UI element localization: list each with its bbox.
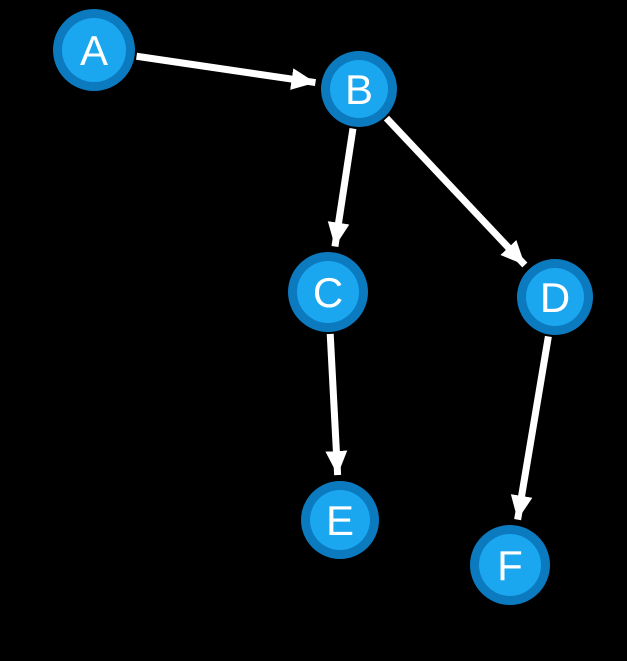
edge-C-E [325,333,348,476]
edges-layer [136,52,552,521]
node-B[interactable]: B [321,51,397,127]
edge-A-B [136,52,316,90]
edge-B-C [327,128,357,248]
node-D-inner-circle [526,268,584,326]
node-E-inner-circle [310,490,370,550]
node-F[interactable]: F [470,525,550,605]
node-C[interactable]: C [288,252,368,332]
node-F-inner-circle [479,534,541,596]
node-A[interactable]: A [53,9,135,91]
edge-D-F [510,335,552,521]
nodes-layer: A B C D E F [53,9,593,605]
edge-B-D [383,115,528,268]
node-D[interactable]: D [517,259,593,335]
node-B-inner-circle [330,60,388,118]
node-A-inner-circle [62,18,126,82]
node-C-inner-circle [297,261,359,323]
node-E[interactable]: E [301,481,379,559]
